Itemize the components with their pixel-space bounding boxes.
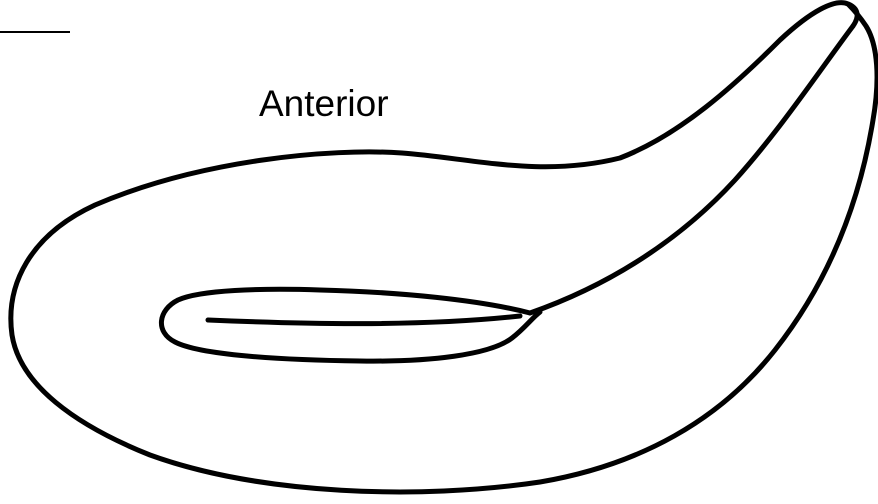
tip-fold-line bbox=[848, 4, 857, 26]
anterior-label: Anterior bbox=[259, 82, 389, 126]
outer-outline bbox=[11, 3, 877, 492]
central-line bbox=[208, 316, 520, 324]
inner-curve bbox=[530, 26, 853, 313]
